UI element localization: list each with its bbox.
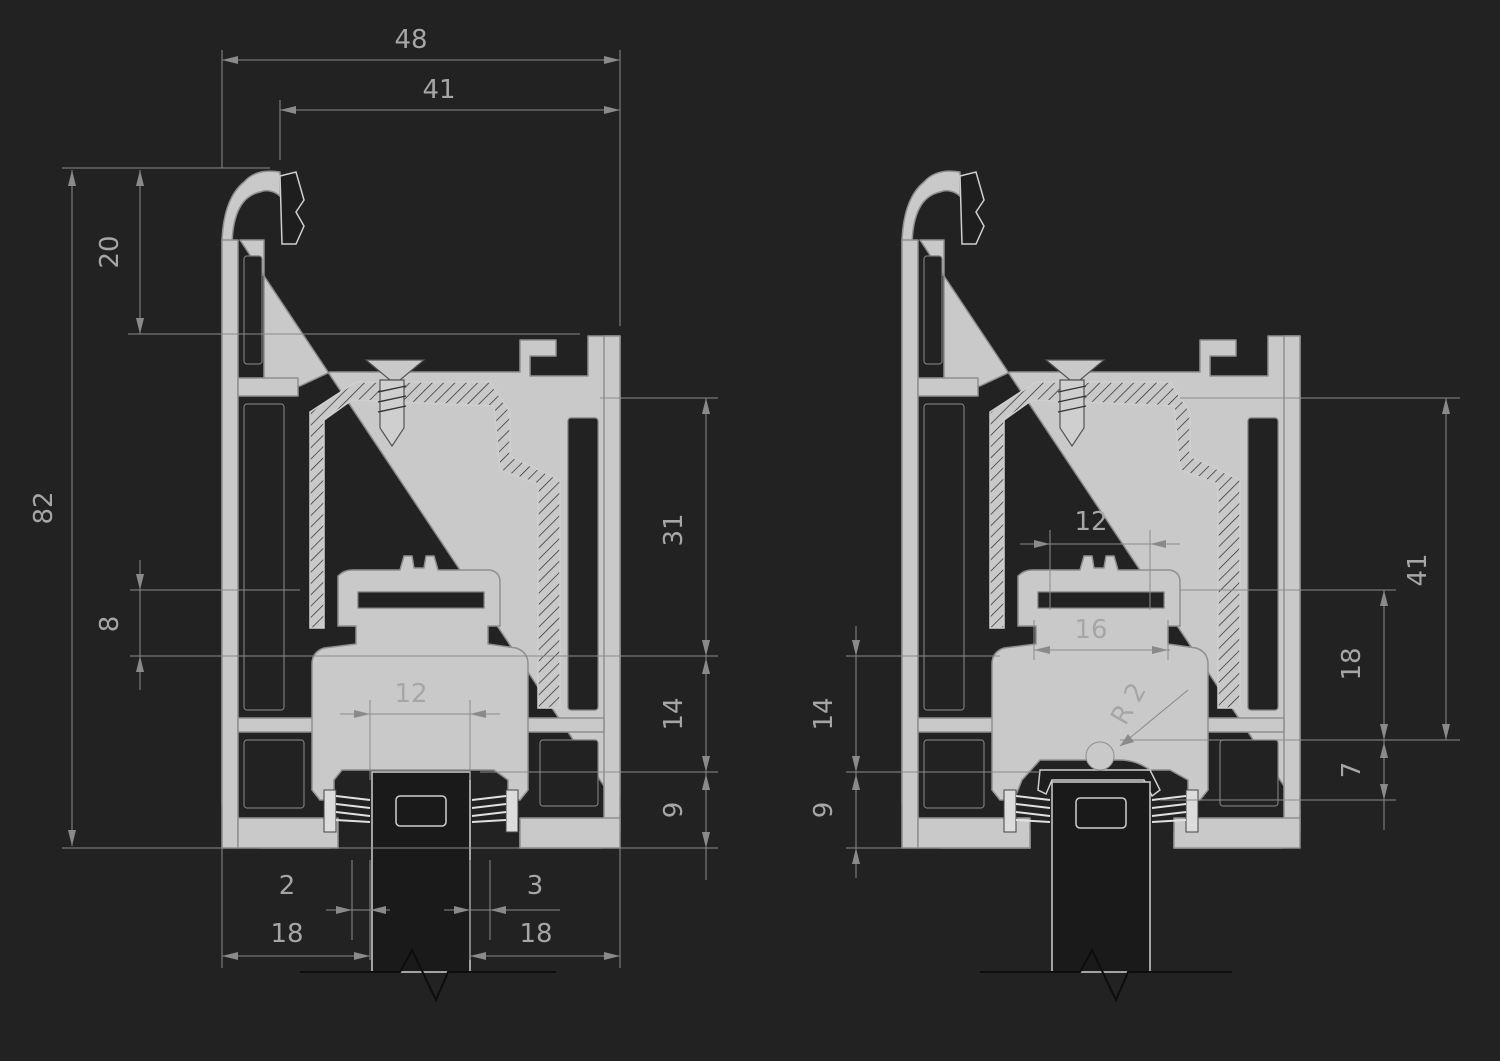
dim-bottom-left: 18 xyxy=(270,919,303,949)
left-profile-section xyxy=(221,170,621,1003)
right-sec-chamber-1 xyxy=(923,255,943,365)
right-screw xyxy=(1044,359,1106,448)
right-steel-reinforcement xyxy=(989,381,1241,709)
left-top-rail xyxy=(237,377,299,397)
right-top-seal xyxy=(959,171,985,245)
dim-right-18: 18 xyxy=(1337,647,1367,680)
left-chamber-2 xyxy=(243,403,285,711)
dim-left-9: 9 xyxy=(809,802,839,819)
left-base-rail xyxy=(237,817,339,849)
right-bottom-rail xyxy=(519,717,605,733)
right-inner-slot xyxy=(1037,591,1165,609)
dim-left-14: 14 xyxy=(809,697,839,730)
dim-right-9: 9 xyxy=(659,802,689,819)
right-sec-chamber-3 xyxy=(923,739,985,809)
left-dimensions xyxy=(62,50,718,968)
right-brush-seal-left xyxy=(1003,789,1051,833)
right-sec-outer-wall-right xyxy=(1283,335,1301,833)
dim-step: 8 xyxy=(95,616,125,633)
dim-overall-width: 48 xyxy=(394,25,427,55)
right-glass-pane xyxy=(980,781,1232,1003)
dim-inner-right: 16 xyxy=(1074,615,1107,645)
dim-total-height: 82 xyxy=(29,491,59,524)
dim-inner-width: 41 xyxy=(422,75,455,105)
right-sec-chamber-4 xyxy=(1247,417,1279,711)
left-chamber-1 xyxy=(243,255,263,365)
right-sec-bottom-rail-right xyxy=(1199,717,1285,733)
right-sec-top-rail xyxy=(917,377,979,397)
right-chamber-2 xyxy=(539,739,599,807)
right-profile-section xyxy=(901,170,1301,1003)
right-dimensions xyxy=(846,397,1460,878)
left-inner-slot xyxy=(357,591,485,609)
left-brush-seal-left xyxy=(323,789,371,833)
left-glass-pane xyxy=(300,771,556,1003)
right-sec-chamber-2 xyxy=(923,403,965,711)
right-glazing-bead xyxy=(1037,741,1161,798)
dim-opening-left: 12 xyxy=(394,679,427,709)
dim-top-height: 20 xyxy=(95,235,125,268)
right-inner-profile xyxy=(991,555,1209,801)
left-top-seal xyxy=(279,171,305,245)
dim-right-31: 31 xyxy=(659,513,689,546)
right-base-rail xyxy=(519,817,621,849)
left-screw xyxy=(364,359,426,448)
dim-bottom-right: 18 xyxy=(519,919,552,949)
dim-right-7: 7 xyxy=(1337,762,1367,779)
right-outer-wall xyxy=(603,335,621,833)
dim-gap-right: 3 xyxy=(527,871,544,901)
dim-opening-right: 12 xyxy=(1074,507,1107,537)
dim-gap-left: 2 xyxy=(279,871,296,901)
dim-right-41: 41 xyxy=(1403,553,1433,586)
right-sec-outer-wall-left xyxy=(901,239,919,849)
left-chamber-3 xyxy=(243,739,305,809)
left-dimension-labels: 48 41 20 82 8 12 31 14 9 2 3 18 18 xyxy=(29,25,689,949)
left-inner-profile xyxy=(311,555,529,801)
dim-right-14: 14 xyxy=(659,697,689,730)
left-outer-wall xyxy=(221,239,239,849)
right-sec-chamber-5 xyxy=(1219,739,1279,807)
left-brush-seal-right xyxy=(471,789,519,833)
left-steel-reinforcement xyxy=(309,381,561,709)
right-chamber-1 xyxy=(567,417,599,711)
